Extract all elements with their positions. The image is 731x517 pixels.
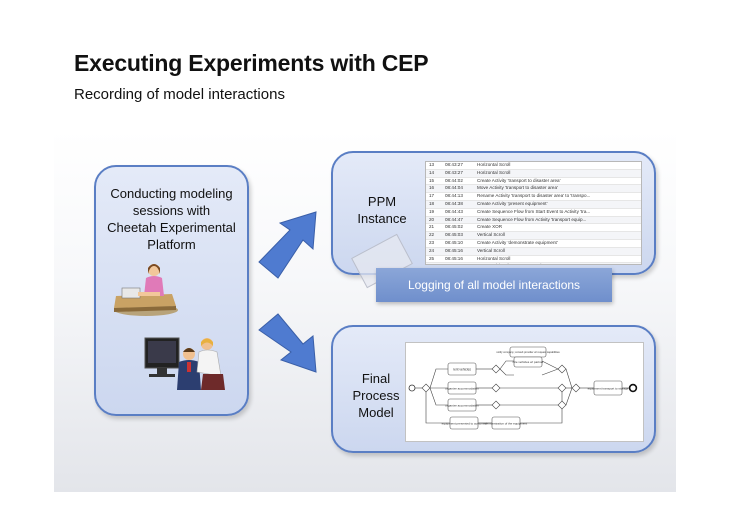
log-row-time: 08:45:18: [445, 263, 477, 264]
svg-text:hire vehicles w/ partner: hire vehicles w/ partner: [513, 360, 544, 364]
log-row-time: 08:45:03: [445, 232, 463, 238]
ppm-instance-label: PPM Instance: [340, 193, 424, 227]
modeling-session-line-3: Cheetah Experimental: [107, 220, 236, 235]
log-row: 20 08:44:47 Create Sequence Flow from Acti…: [426, 216, 641, 225]
person-at-computer-icon: [108, 258, 180, 318]
log-row-action: Move Activity 'transport to disaster are…: [477, 185, 558, 191]
log-row-action: Create Activity 'demonstrate equipment': [477, 239, 558, 245]
people-at-monitor-icon: [143, 332, 229, 392]
process-task-2: notify company; consult provider w/ requ…: [496, 346, 560, 358]
log-row-action: Rename Activity 'transport to disaster a…: [477, 193, 591, 199]
log-row-action: Horizontal Scroll: [477, 169, 511, 175]
process-task-8: equipment transport to storage: [588, 380, 629, 396]
process-task-1: rent vehicles: [447, 362, 477, 376]
log-row-number: 22: [429, 232, 435, 238]
log-row-number: 25: [429, 255, 435, 261]
log-row-number: 19: [429, 208, 435, 214]
modeling-session-label: Conducting modeling sessions with Cheeta…: [96, 185, 247, 253]
modeling-session-line-4: Platform: [147, 237, 196, 252]
log-row-number: 14: [429, 169, 435, 175]
log-row-number: 21: [429, 224, 435, 230]
log-row-action: Create Activity 'transport to disaster a…: [477, 177, 561, 183]
svg-text:demonstration of the equipment: demonstration of the equipment: [485, 422, 527, 426]
final-model-line-2: Process: [352, 388, 400, 403]
svg-text:equipment presented to custome: equipment presented to customer: [442, 422, 487, 426]
process-task-4: organize accommodation: [445, 381, 479, 395]
svg-text:equipment transport to storage: equipment transport to storage: [588, 387, 629, 391]
log-row-action: Create Sequence Flow from Start Event to…: [477, 208, 591, 214]
log-row-number: 16: [429, 185, 435, 191]
log-row-number: 13: [429, 162, 435, 167]
log-row-time: 08:43:27: [445, 162, 463, 167]
log-row-action: Create Sequence Flow from Activity 'tran…: [477, 216, 587, 222]
process-end-event: [628, 383, 638, 393]
log-row: 25 08:45:16 Horizontal Scroll: [426, 256, 641, 264]
process-task-7: demonstration of the equipment: [485, 416, 527, 430]
log-row-action: Vertical Scroll: [477, 232, 505, 238]
log-row-time: 08:44:04: [445, 185, 463, 191]
log-row: 24 08:45:16 Vertical Scroll: [426, 247, 641, 256]
slide-title: Executing Experiments with CEP: [74, 50, 429, 76]
process-model-diagram: rent vehicles notify company; consult pr…: [405, 342, 644, 442]
log-row-time: 08:43:27: [445, 169, 463, 175]
log-row-time: 08:44:13: [445, 193, 463, 199]
log-row-number: 24: [429, 247, 435, 253]
log-row-action: Create XOR: [477, 224, 503, 230]
svg-text:organize accommodation: organize accommodation: [445, 387, 479, 391]
log-row: 13 08:43:27 Horizontal Scroll: [426, 162, 641, 170]
ppm-instance-line-1: PPM: [367, 194, 397, 209]
log-row-time: 08:44:38: [445, 200, 463, 206]
modeling-session-line-1: Conducting modeling: [110, 186, 233, 201]
svg-text:notify company; consult provid: notify company; consult provider w/ requ…: [496, 350, 560, 354]
process-task-6: equipment presented to customer: [442, 416, 487, 430]
log-row-action: Vertical Scroll: [477, 247, 505, 253]
log-row: 2608:45:18Move Activity 'demonstrate equ…: [426, 263, 641, 264]
log-row-time: 08:44:02: [445, 177, 463, 183]
log-row-time: 08:45:16: [445, 247, 463, 253]
log-row: 16 08:44:04 Move Activity 'transport to di…: [426, 185, 641, 194]
log-row-action: Horizontal Scroll: [477, 255, 511, 261]
ppm-instance-line-2: Instance: [357, 211, 407, 226]
log-row: 21 08:45:02 Create XOR: [426, 224, 641, 233]
svg-text:organize accommodation: organize accommodation: [445, 404, 479, 408]
final-model-line-3: Model: [358, 405, 394, 420]
log-row: 22 08:45:03 Vertical Scroll: [426, 232, 641, 240]
logging-bar: Logging of all model interactions: [376, 268, 612, 302]
log-row-action: Move Activity 'demonstrate equipment': [477, 263, 641, 264]
process-start-event: [408, 384, 416, 392]
log-row-time: 08:44:43: [445, 208, 463, 214]
log-row: 14 08:43:27 Horizontal Scroll: [426, 169, 641, 178]
log-row-action: Create Activity 'present equipment': [477, 200, 548, 206]
log-row: 17 08:44:13 Rename Activity 'transport to …: [426, 193, 641, 201]
slide-subtitle: Recording of model interactions: [74, 86, 285, 103]
process-task-5: organize accommodation: [445, 398, 479, 412]
process-task-3: hire vehicles w/ partner: [513, 356, 544, 368]
log-row: 23 08:45:10 Create Activity 'demonstrate e…: [426, 240, 641, 248]
log-row-time: 08:45:16: [445, 255, 463, 261]
log-row-number: 26: [426, 263, 445, 264]
log-row-number: 20: [429, 216, 435, 222]
log-row-time: 08:44:47: [445, 216, 463, 222]
log-row-action: Horizontal Scroll: [477, 162, 511, 167]
log-row-number: 17: [429, 193, 435, 199]
log-row-number: 23: [429, 239, 435, 245]
svg-text:rent vehicles: rent vehicles: [453, 368, 471, 372]
final-process-model-label: Final Process Model: [340, 370, 412, 421]
log-row: 18 08:44:38 Create Activity 'present equip…: [426, 200, 641, 209]
log-row-number: 18: [429, 200, 435, 206]
final-model-line-1: Final: [361, 371, 391, 386]
log-row-time: 08:45:10: [445, 239, 463, 245]
log-row-time: 08:45:02: [445, 224, 463, 230]
modeling-session-line-2: sessions with: [132, 203, 211, 218]
log-row: 19 08:44:43 Create Sequence Flow from Star…: [426, 209, 641, 217]
log-row-number: 15: [429, 177, 435, 183]
log-row: 15 08:44:02 Create Activity 'transport to …: [426, 178, 641, 186]
process-model-svg: rent vehicles notify company; consult pr…: [408, 346, 638, 430]
